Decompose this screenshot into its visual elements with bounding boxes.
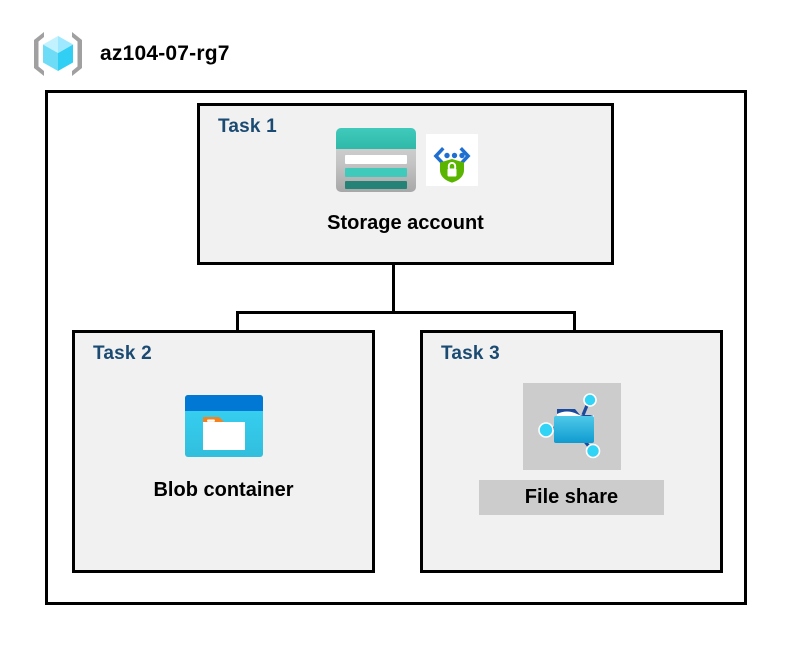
blob-container-icon-row [183, 393, 265, 466]
file-share-icon-row [522, 383, 621, 470]
task-2-box: Task 2 [72, 330, 375, 573]
connector-bus [236, 311, 576, 314]
blob-container-label: Blob container [153, 479, 294, 501]
resource-group-header: az104-07-rg7 [30, 28, 230, 80]
blob-container-node: Blob container [75, 393, 372, 505]
file-share-icon [533, 389, 611, 466]
resource-group-icon [30, 28, 86, 80]
task-2-label: Task 2 [93, 343, 152, 364]
blob-container-icon [183, 393, 265, 466]
page-title: az104-07-rg7 [100, 42, 230, 65]
private-link-shield-icon [425, 134, 478, 191]
connector-storage-to-bus [392, 265, 395, 313]
storage-account-icon-row [334, 126, 478, 199]
task-1-box: Task 1 [197, 103, 614, 265]
task-3-box: Task 3 [420, 330, 723, 573]
storage-account-label: Storage account [327, 212, 484, 234]
storage-account-node: Storage account [200, 126, 611, 238]
task-1-label: Task 1 [218, 116, 277, 137]
file-share-label: File share [478, 480, 665, 515]
task-3-label: Task 3 [441, 343, 500, 364]
file-share-node: File share [423, 383, 720, 515]
storage-account-icon [334, 126, 418, 199]
